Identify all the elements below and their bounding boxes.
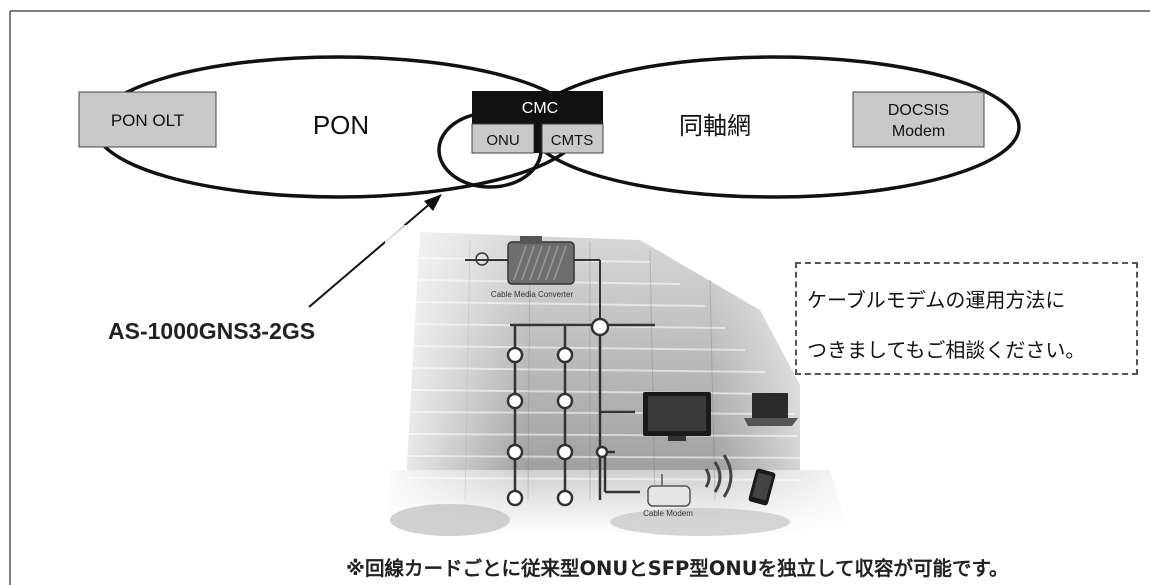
photo-converter-label: Cable Media Converter [491, 290, 574, 299]
note-line-1: ケーブルモデムの運用方法に [807, 288, 1066, 312]
docsis-line2: Modem [892, 123, 945, 140]
laptop-icon [744, 393, 798, 426]
cmts-label: CMTS [551, 132, 594, 149]
arrow-line [308, 201, 433, 308]
cable-modem-icon [647, 474, 691, 507]
onu-label: ONU [486, 132, 519, 149]
tap-nodes [506, 317, 610, 507]
coax-label: 同軸網 [679, 112, 751, 140]
cable-media-converter-icon [465, 236, 601, 325]
photo-modem-label: Cable Modem [643, 509, 693, 518]
cmts-box [541, 123, 604, 154]
note-line-2: つきましてもご相談ください。 [807, 338, 1086, 362]
cmc-header [472, 91, 603, 124]
wifi-icon [704, 454, 733, 498]
pon-olt-box [78, 91, 217, 148]
arrow-head [424, 194, 442, 211]
docsis-line1: DOCSIS [888, 102, 949, 119]
pon-olt-label: PON OLT [111, 111, 184, 130]
docsis-modem-box [852, 91, 985, 148]
smartphone-icon [748, 468, 776, 506]
cmc-divider [534, 124, 542, 153]
footnote: ※回線カードごとに従来型ONUとSFP型ONUを独立して収容が可能です。 [346, 557, 1009, 580]
model-number-label: AS-1000GNS3-2GS [108, 318, 316, 344]
tv-icon [643, 392, 711, 441]
pon-label: PON [313, 110, 369, 140]
cmc-label: CMC [522, 100, 558, 117]
consultation-note-box: ケーブルモデムの運用方法に つきましてもご相談ください。 [795, 262, 1138, 375]
